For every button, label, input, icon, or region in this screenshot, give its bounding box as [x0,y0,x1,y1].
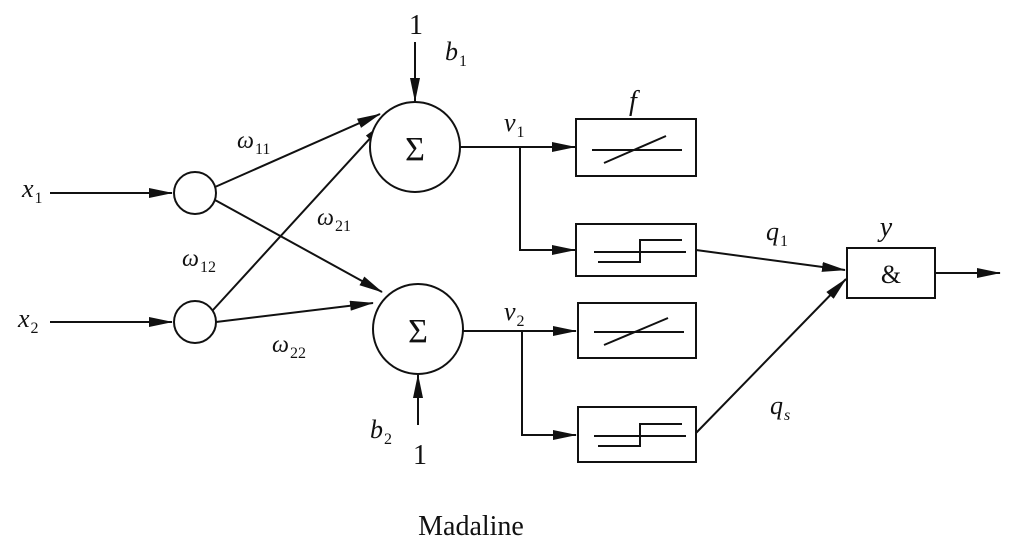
bias-1-label: b1 [445,37,467,70]
quantizer-block-1 [575,223,697,277]
weight-w11-label: ω11 [237,128,270,158]
q1-label: q1 [766,217,788,250]
bias-2-input-label: 1 [413,440,427,471]
weight-line-w21 [214,199,383,293]
input-node-1 [173,171,217,215]
linear-block-2-ramp [603,317,669,346]
summer-2-symbol: Σ [408,313,428,350]
q1-line [695,249,846,272]
output-y-label: y [877,212,893,243]
bias-2-label: b2 [370,415,392,448]
weight-line-w12 [212,121,386,311]
qs-line [695,278,847,434]
v1-to-quantizer [519,147,576,255]
linear-block-1-ramp [603,135,667,164]
diagram-caption: Madaline [418,511,524,542]
quantizer-block-1-step [598,239,682,263]
summer-1-symbol: Σ [405,131,425,168]
v1-label: v1 [504,108,525,141]
quantizer-block-2-step [598,423,682,447]
input-node-2 [173,300,217,344]
v2-label: v2 [504,297,525,330]
qs-label: qs [770,391,790,424]
weight-w21-label: ω21 [317,205,351,235]
linear-block-1 [575,118,697,177]
weight-line-w22 [215,300,374,323]
weight-line-w11 [214,113,381,188]
linear-function-label: f [629,86,640,117]
and-gate [846,247,936,299]
and-gate-symbol: & [881,260,901,289]
quantizer-block-2 [577,406,697,463]
input-x2-label: x2 [17,304,39,337]
weight-w22-label: ω22 [272,332,306,362]
weight-w12-label: ω12 [182,246,216,276]
bias-1-input-label: 1 [409,10,423,41]
v2-to-quantizer [521,331,577,440]
input-x1-label: x1 [21,174,43,207]
